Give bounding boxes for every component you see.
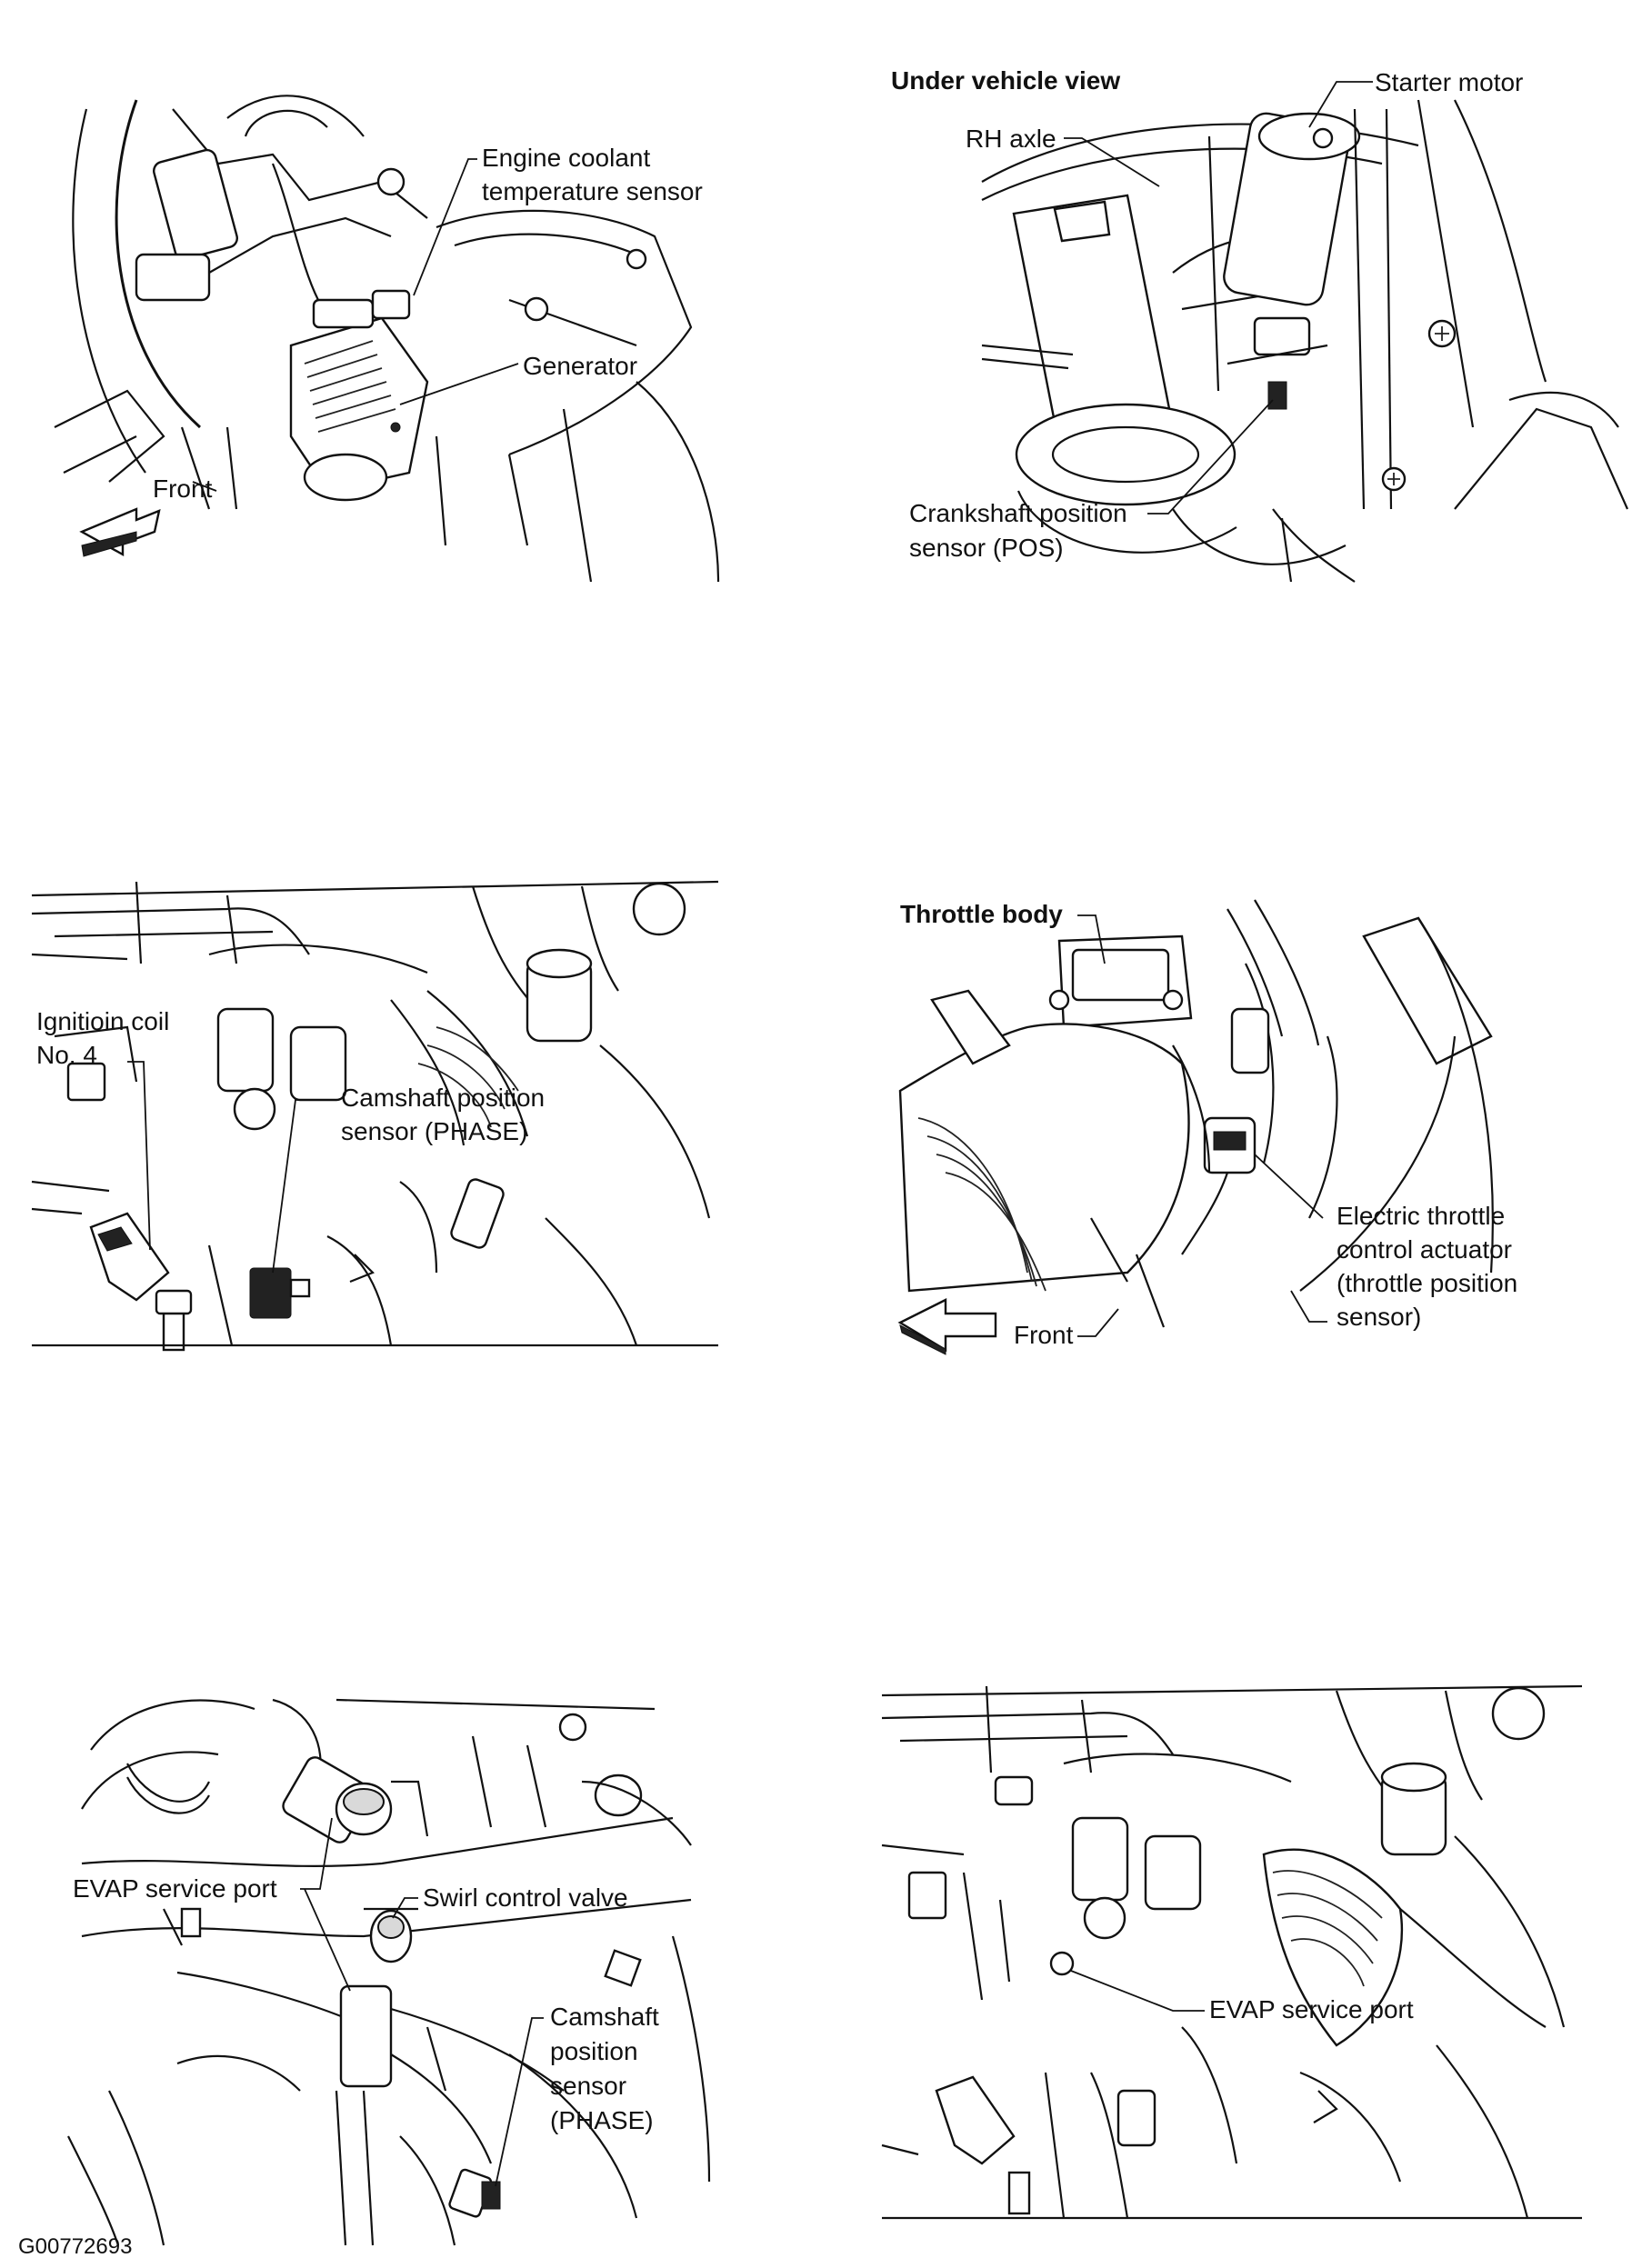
etc-actuator-label-2: control actuator xyxy=(1337,1235,1512,1264)
front-arrow-icon xyxy=(897,1298,997,1353)
front-label-2: Front xyxy=(1014,1321,1074,1349)
ignition-coil-label-1: Ignitioin coil xyxy=(36,1007,169,1035)
ect-sensor-label-2: temperature sensor xyxy=(482,177,703,205)
panel-throttle-body: Throttle body Electric throttle control … xyxy=(897,899,1517,1355)
cmp-sensor-label-4: position xyxy=(550,2037,638,2065)
figure-id: G00772693 xyxy=(18,2234,132,2259)
cmp-sensor-label-1: Camshaft position xyxy=(341,1084,545,1112)
panel-under-vehicle-view: Under vehicle view Starter motor RH axle… xyxy=(891,66,1629,583)
etc-actuator-label-3: (throttle position xyxy=(1337,1269,1517,1297)
panel-ignition-coil-camshaft: Ignitioin coil No. 4 Camshaft position s… xyxy=(31,880,719,1352)
evap-port-label-1: EVAP service port xyxy=(73,1874,277,1903)
panel-evap-engine-top: EVAP service port xyxy=(881,1684,1583,2220)
ect-sensor-label-1: Engine coolant xyxy=(482,144,650,172)
cmp-sensor-label-2: sensor (PHASE) xyxy=(341,1117,527,1145)
etc-actuator-label-4: sensor) xyxy=(1337,1303,1421,1331)
ignition-coil-drawing xyxy=(89,1212,193,1352)
ignition-coil-label-2: No. 4 xyxy=(36,1041,97,1069)
cmp-sensor-label-6: (PHASE) xyxy=(550,2106,654,2134)
generator-drawing xyxy=(289,316,429,502)
etc-actuator-label-1: Electric throttle xyxy=(1337,1202,1505,1230)
front-arrow-icon xyxy=(79,507,161,557)
cmp-sensor-label-3: Camshaft xyxy=(550,2003,659,2031)
cmp-sensor-label-5: sensor xyxy=(550,2072,626,2100)
front-label-1: Front xyxy=(153,475,213,503)
under-vehicle-view-title: Under vehicle view xyxy=(891,66,1120,95)
throttle-body-drawing xyxy=(1048,934,1193,1029)
panel-evap-swirl-camshaft: EVAP service port Swirl control valve Ca… xyxy=(67,1698,711,2246)
panel-engine-coolant-generator: Engine coolant temperature sensor Genera… xyxy=(54,95,720,583)
swirl-valve-label: Swirl control valve xyxy=(423,1883,628,1912)
generator-label: Generator xyxy=(523,352,637,380)
evap-port-label-2: EVAP service port xyxy=(1209,1995,1414,2023)
swirl-control-valve-drawing xyxy=(364,1907,418,1963)
throttle-body-label: Throttle body xyxy=(900,900,1063,928)
ckp-sensor-label-2: sensor (POS) xyxy=(909,534,1064,562)
starter-motor-label: Starter motor xyxy=(1375,68,1523,96)
ckp-sensor-label-1: Crankshaft position xyxy=(909,499,1127,527)
rh-axle-label: RH axle xyxy=(966,125,1056,153)
